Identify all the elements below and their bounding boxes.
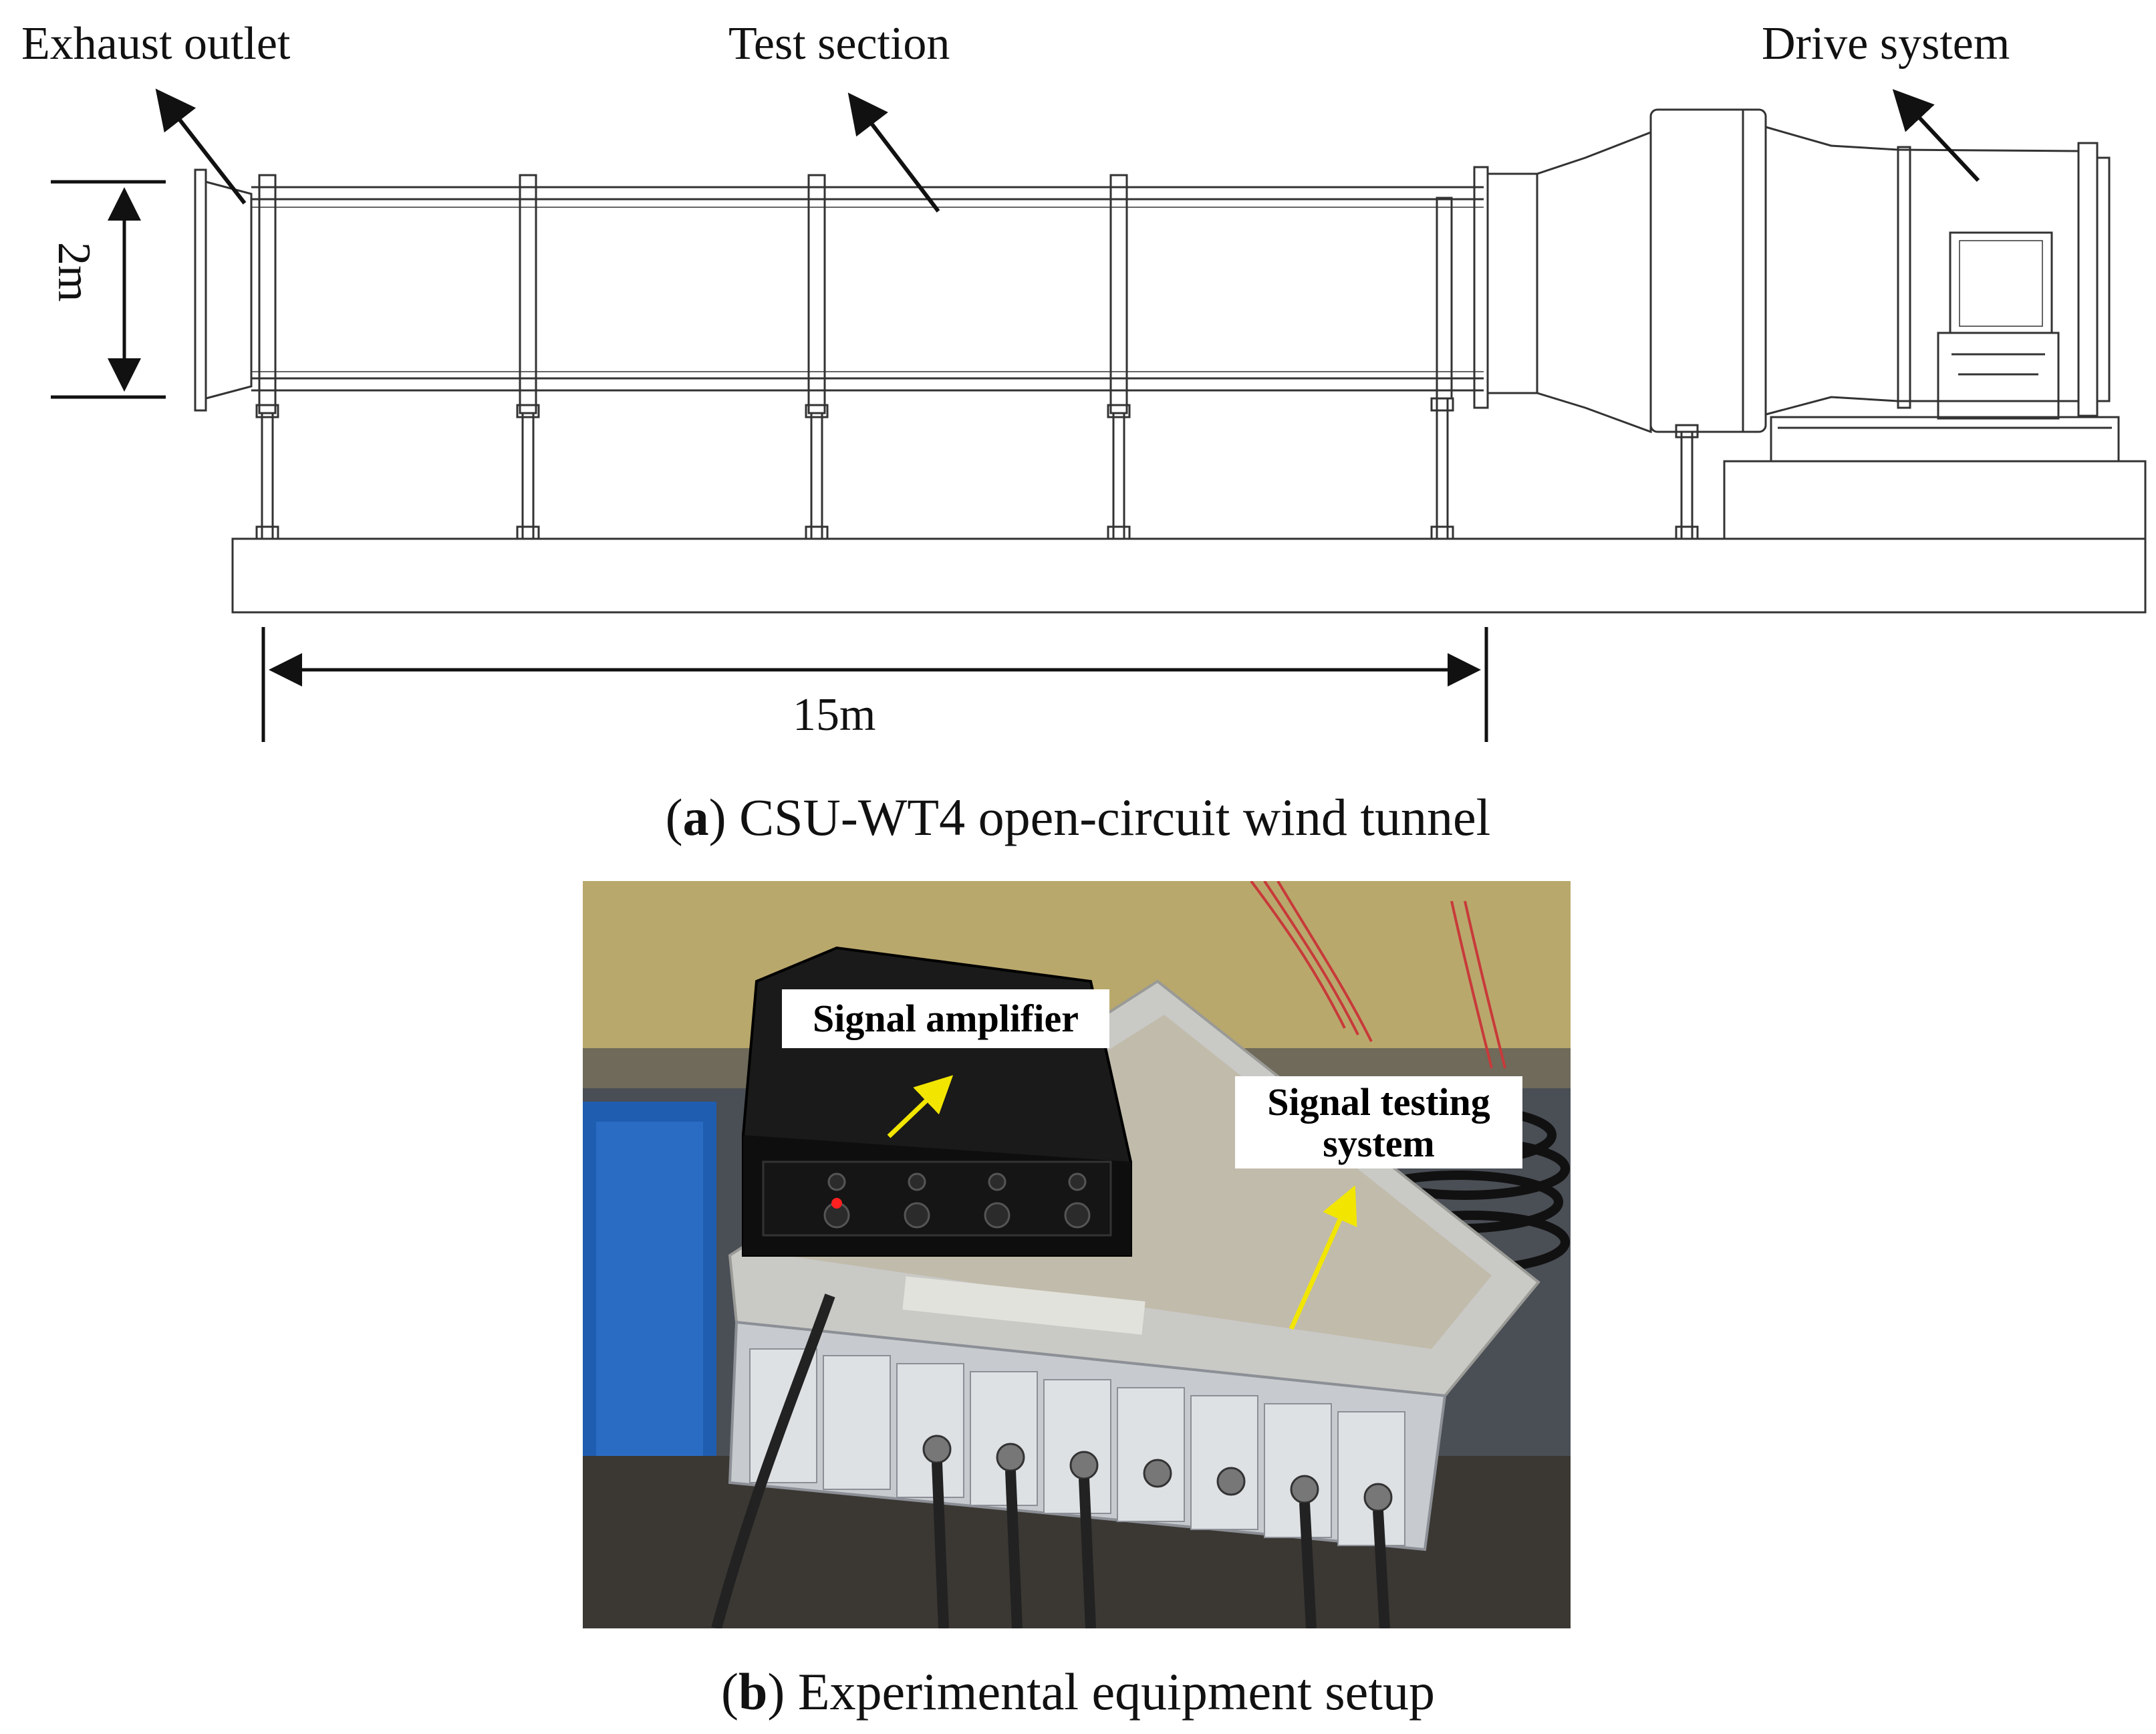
drive-end-cap <box>2096 156 2111 402</box>
base-platform <box>231 537 2147 614</box>
height-dimension-label: 2m <box>48 242 100 301</box>
motor-stand <box>1937 332 2060 420</box>
exhaust-outlet <box>194 168 253 412</box>
caption-b-letter: b <box>738 1662 768 1721</box>
equipment-photo: Signal amplifier Signal testing system <box>583 881 1571 1628</box>
diffuser-section <box>1488 130 1652 434</box>
handwritten-note <box>902 1276 1146 1335</box>
caption-b: (b) Experimental equipment setup <box>721 1662 1435 1721</box>
signal-amplifier-label: Signal amplifier <box>782 989 1109 1048</box>
caption-a-letter: a <box>682 788 709 846</box>
length-dimension-label: 15m <box>793 689 875 741</box>
signal-testing-label-line2: system <box>1323 1122 1435 1165</box>
test-section-frame <box>251 166 1699 540</box>
caption-b-text: Experimental equipment setup <box>797 1662 1435 1721</box>
amplifier-front-panel <box>762 1160 1112 1237</box>
height-dimension <box>51 180 166 399</box>
drive-base <box>1770 416 2120 463</box>
length-dimension <box>261 627 1488 742</box>
testing-system-arrow <box>1289 1185 1357 1330</box>
motor-box <box>1949 231 2053 334</box>
signal-testing-system-label: Signal testing system <box>1235 1076 1522 1168</box>
fan-cone <box>1765 126 2080 416</box>
amplifier-power-led <box>831 1198 842 1209</box>
support-legs <box>255 397 1699 540</box>
signal-testing-label-line1: Signal testing <box>1267 1080 1490 1124</box>
amplifier-arrow <box>887 1075 954 1138</box>
signal-amplifier-label-text: Signal amplifier <box>813 997 1079 1040</box>
fan-housing <box>1649 108 1767 433</box>
drive-system-label: Drive system <box>1762 18 2010 70</box>
motor-ring <box>1897 146 1911 409</box>
exhaust-outlet-label: Exhaust outlet <box>21 18 291 70</box>
caption-a: (a) CSU-WT4 open-circuit wind tunnel <box>665 788 1491 846</box>
drive-flange <box>2077 142 2099 417</box>
label-arrows <box>155 88 1980 213</box>
test-section-label: Test section <box>728 18 950 70</box>
caption-a-text: CSU-WT4 open-circuit wind tunnel <box>739 788 1491 846</box>
tunnel-drawing <box>194 108 2147 614</box>
drive-platform <box>1723 460 2147 540</box>
callout-arrows <box>887 1075 1357 1330</box>
